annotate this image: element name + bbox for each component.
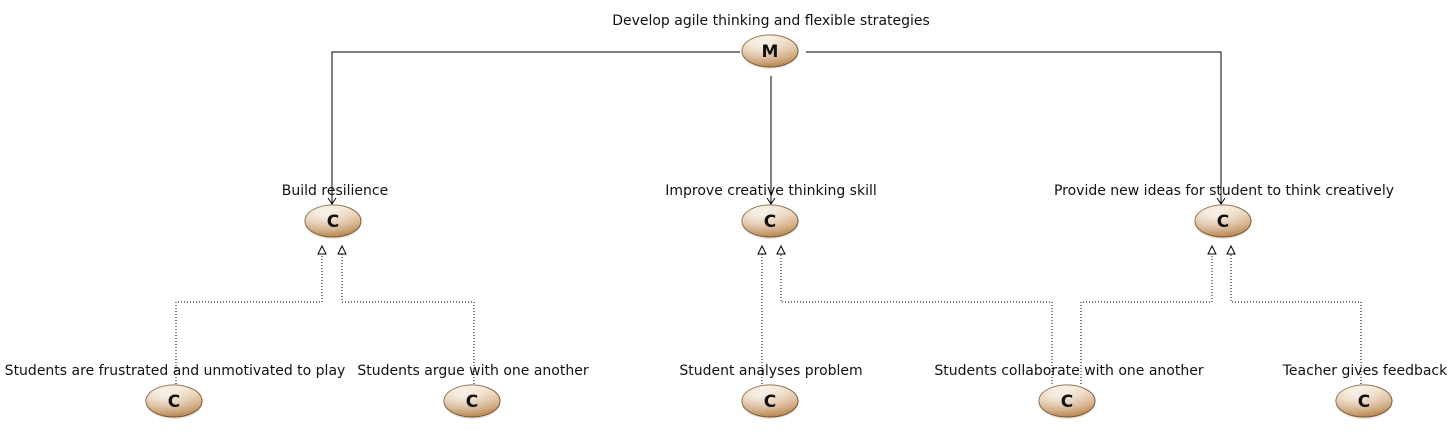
arrowhead-build-resilience [327,197,337,205]
edge-collaborate-to-provide-ideas [1080,254,1213,384]
improve-creative-badge-icon[interactable]: C [740,203,800,241]
root-node-label: Develop agile thinking and flexible stra… [612,13,930,29]
badge-letter: C [1358,392,1370,412]
arrowhead-provide-ideas [1216,197,1226,205]
argue-badge-icon[interactable]: C [442,383,502,421]
build-resilience-label: Build resilience [281,183,389,199]
badge-letter: C [466,392,478,412]
frustrated-label: Students are frustrated and unmotivated … [4,363,346,379]
root-node-badge-icon[interactable]: M [740,33,800,71]
badge-letter: C [1217,212,1229,232]
badge-letter: C [764,212,776,232]
triangle-arrowhead [776,244,786,255]
edge-root-to-provide-ideas [806,51,1222,204]
edge-frustrated-to-build-resilience [175,254,323,384]
triangle-arrowhead [1226,244,1236,255]
edge-argue-to-build-resilience [341,254,475,384]
frustrated-badge-icon[interactable]: C [144,383,204,421]
improve-creative-label: Improve creative thinking skill [665,183,877,199]
triangle-arrowhead [337,244,347,255]
badge-letter: C [327,212,339,232]
provide-ideas-label: Provide new ideas for student to think c… [1053,183,1395,199]
arrowhead-improve-creative [766,197,776,205]
feedback-label: Teacher gives feedback [1282,363,1448,379]
analyses-label: Student analyses problem [679,363,863,379]
triangle-arrowhead [757,244,767,255]
build-resilience-badge-icon[interactable]: C [303,203,363,241]
triangle-arrowhead [1207,244,1217,255]
badge-letter: C [764,392,776,412]
collaborate-label: Students collaborate with one another [934,363,1204,379]
collaborate-badge-icon[interactable]: C [1037,383,1097,421]
edge-root-to-build-resilience [331,51,740,204]
root-badge-letter: M [762,42,779,62]
badge-letter: C [168,392,180,412]
analyses-badge-icon[interactable]: C [740,383,800,421]
argue-label: Students argue with one another [357,363,589,379]
badge-letter: C [1061,392,1073,412]
triangle-arrowhead [317,244,327,255]
edge-feedback-to-provide-ideas [1230,254,1362,384]
feedback-badge-icon[interactable]: C [1334,383,1394,421]
provide-ideas-badge-icon[interactable]: C [1193,203,1253,241]
